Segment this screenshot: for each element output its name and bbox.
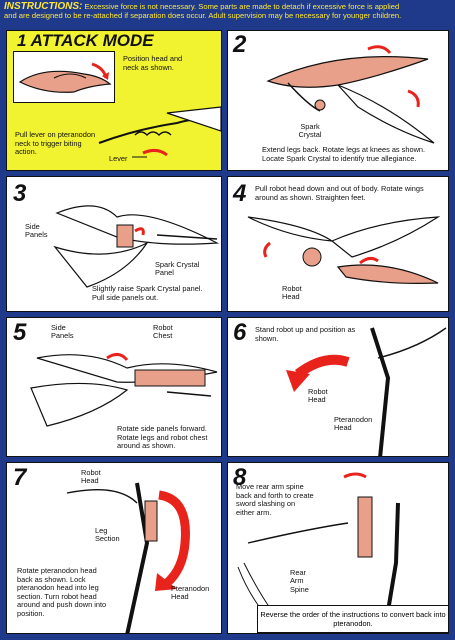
step-5-illustration xyxy=(30,353,218,427)
pteranodon-head-icon xyxy=(18,62,112,93)
step-5-panel: 5 Side Panels Robot Chest Rotate side pa… xyxy=(6,317,222,457)
pteranodon-body-icon xyxy=(98,106,221,158)
step-7-label-pteranodon-head: Pteranodon Head xyxy=(171,584,210,602)
step-7-illustration xyxy=(66,482,190,633)
step-7-number: 7 xyxy=(13,464,27,491)
step-8-number: 8 xyxy=(233,464,247,491)
step-7-panel: 7 Robot Head Leg Section Pteranodon Head… xyxy=(6,462,222,634)
step-1-panel: 1 ATTACK MODE Position head and neck as … xyxy=(6,30,222,171)
step-4-panel: 4 Pull robot head down and out of body. … xyxy=(227,176,449,312)
step-4-illustration xyxy=(247,216,441,284)
step-6-number: 6 xyxy=(233,319,247,346)
step-6-label-pteranodon-head: Pteranodon Head xyxy=(334,415,373,433)
step-5-note: Rotate side panels forward. Rotate legs … xyxy=(117,424,208,451)
step-3-illustration xyxy=(53,205,220,288)
step-5-number: 5 xyxy=(13,319,27,346)
instructions-header: INSTRUCTIONS: Excessive force is not nec… xyxy=(4,2,452,32)
step-7-label-robot-head: Robot Head xyxy=(81,468,101,486)
step-1-inset xyxy=(13,51,115,103)
step-5-label-robot-chest: Robot Chest xyxy=(153,323,173,341)
step-3-note: Slightly raise Spark Crystal panel. Pull… xyxy=(92,284,203,302)
step-4-number: 4 xyxy=(233,180,247,207)
step-1-number: 1 xyxy=(17,31,27,50)
footer-note: Reverse the order of the instructions to… xyxy=(257,605,449,633)
step-3-label-spark-crystal-panel: Spark Crystal Panel xyxy=(155,260,200,278)
step-1-heading: 1 ATTACK MODE xyxy=(17,32,154,49)
instructions-line-2: and are designed to be re-attached if se… xyxy=(4,11,402,21)
step-1-note-b: Pull lever on pteranodon neck to trigger… xyxy=(15,130,96,157)
step-8-label-rear-arm-spine: Rear Arm Spine xyxy=(290,568,309,594)
step-2-panel: 2 Spark Crystal Extend legs back. Rotate… xyxy=(227,30,449,171)
step-3-panel: 3 Side Panels Spark Crystal Panel Slight… xyxy=(6,176,222,312)
step-7-label-leg-section: Leg Section xyxy=(95,526,120,544)
step-5-label-side-panels: Side Panels xyxy=(51,323,74,341)
step-1-title: ATTACK MODE xyxy=(30,31,154,50)
step-6-label-robot-head: Robot Head xyxy=(308,387,328,405)
step-4-note: Pull robot head down and out of body. Ro… xyxy=(255,184,424,202)
step-2-illustration xyxy=(266,45,435,144)
instructions-line-1: Excessive force is not necessary. Some p… xyxy=(84,2,400,11)
step-3-label-side-panels: Side Panels xyxy=(25,222,48,240)
step-4-label-robot-head: Robot Head xyxy=(282,284,302,302)
step-2-number: 2 xyxy=(233,31,247,58)
step-2-label-spark-crystal: Spark Crystal xyxy=(298,122,322,140)
instructions-title: INSTRUCTIONS: xyxy=(4,1,83,12)
step-6-note: Stand robot up and position as shown. xyxy=(255,325,356,343)
step-2-note: Extend legs back. Rotate legs at knees a… xyxy=(262,145,426,163)
step-7-note: Rotate pteranodon head back as shown. Lo… xyxy=(17,566,107,618)
step-6-illustration xyxy=(286,327,447,456)
step-3-number: 3 xyxy=(13,180,27,207)
step-6-panel: 6 Stand robot up and position as shown. … xyxy=(227,317,449,457)
step-1-note-a: Position head and neck as shown. xyxy=(123,54,183,72)
step-8-note: Move rear arm spine back and forth to cr… xyxy=(236,482,314,517)
step-1-label-lever: Lever xyxy=(109,154,128,163)
